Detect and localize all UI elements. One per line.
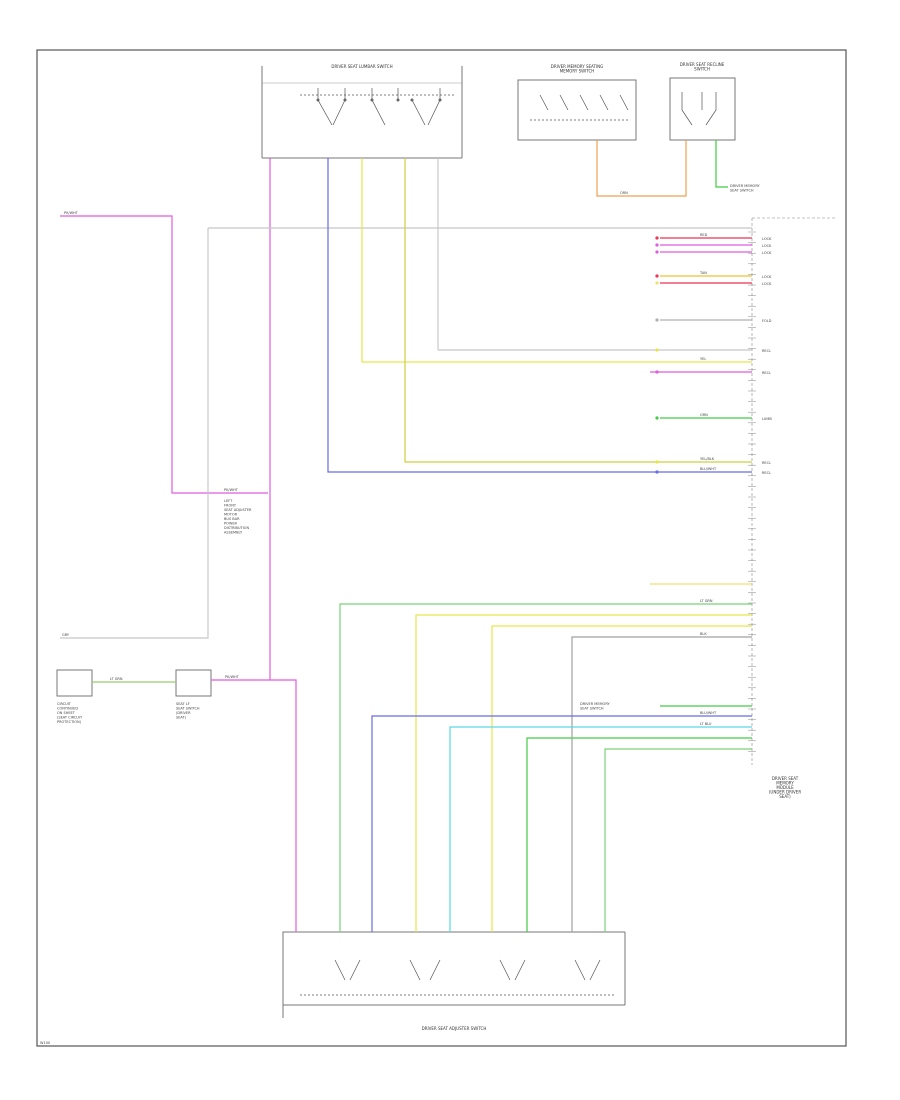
wire-label-tan: TAN — [699, 271, 707, 275]
connector-row-dot — [655, 460, 659, 464]
lumbar-switch-label: DRIVER SEAT LUMBAR SWITCH — [331, 64, 392, 69]
wire-green-adj — [339, 603, 752, 932]
wire-lime-adj — [604, 748, 752, 932]
wire-yellowblk-lumbar — [404, 158, 752, 463]
wire-cyan-adj — [449, 726, 752, 932]
connector-row-dot — [655, 250, 659, 254]
connector-row-label: RECL — [762, 349, 771, 353]
wire-label-pink-splice: PK/WHT — [225, 675, 240, 679]
connector-row-dot — [655, 318, 659, 322]
connector-row-label: LOCK — [762, 275, 772, 279]
connector-row-label: LOCK — [762, 237, 772, 241]
wire-blue-adj — [371, 715, 752, 932]
connector-row-dot — [655, 416, 659, 420]
wire-label-lime: LT GRN — [700, 599, 713, 603]
connector-row-label: RECL — [762, 461, 771, 465]
wire-label-blue: BLU/WHT — [700, 467, 717, 471]
connector-row-dot — [655, 243, 659, 247]
wire-yellow-adj1 — [415, 614, 752, 932]
connector-row-dot — [655, 236, 659, 240]
wire-yellow-adj2 — [491, 625, 752, 932]
connector-row-dot — [655, 470, 659, 474]
wire-gray-top — [60, 227, 752, 639]
wire-label-gray-top: GRY — [62, 633, 70, 637]
connector-row-label: LUMB — [762, 417, 772, 421]
wire-pink-vertical — [269, 158, 297, 932]
wire-green-adj3 — [526, 737, 752, 932]
connector-row-label: LOCK — [762, 282, 772, 286]
wire-label-pink-main: PK/WHT — [64, 211, 79, 215]
wire-label-pink-branch: PK/WHT — [224, 488, 239, 492]
wire-green-recline — [715, 140, 728, 188]
wire-label-red: RED — [700, 233, 708, 237]
wire-label-green-left: LT GRN — [110, 677, 123, 681]
connector-row-label: RECL — [762, 471, 771, 475]
wire-label-blue2: BLU/WHT — [700, 711, 717, 715]
wire-label-orange: ORN — [620, 191, 628, 195]
connector-row-label: LOCK — [762, 251, 772, 255]
diagram-frame — [36, 49, 847, 1047]
adjuster-switch-label: DRIVER SEAT ADJUSTER SWITCH — [422, 1026, 487, 1031]
connector-row-dot — [655, 348, 659, 352]
connector-row-dot — [655, 281, 659, 285]
wire-orange-memory — [596, 140, 687, 197]
footer-code: W100 — [40, 1041, 50, 1045]
wire-label-black: BLK — [700, 632, 707, 636]
wire-label-yellowblk: YEL/BLK — [700, 457, 715, 461]
connector-row-dot — [655, 274, 659, 278]
connector-row-label: FOLD — [762, 319, 772, 323]
wire-label-yellow: YEL — [700, 357, 706, 361]
wire-label-green: GRN — [700, 413, 708, 417]
wire-label-cyan: LT BLU — [700, 722, 712, 726]
wire-gray-adj — [571, 636, 752, 932]
connector-row-label: RECL — [762, 371, 771, 375]
wire-pink-main — [60, 215, 268, 494]
wire-blue-lumbar — [327, 158, 752, 473]
connector-row-label: LOCK — [762, 244, 772, 248]
wire-yellow-lumbar — [361, 158, 752, 363]
lumbar-switch: DRIVER SEAT LUMBAR SWITCH — [261, 64, 463, 159]
connector-row-dot — [655, 370, 659, 374]
adjuster-switch: DRIVER SEAT ADJUSTER SWITCH — [282, 931, 626, 1031]
